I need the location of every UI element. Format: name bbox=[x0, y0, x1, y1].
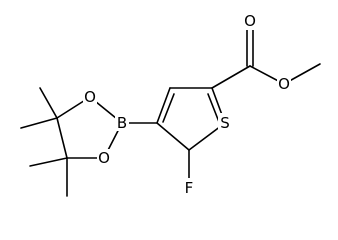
atom-ring-oxygen-bottom: O bbox=[98, 149, 110, 167]
atom-sulfur: S bbox=[220, 114, 230, 132]
bond-methyl-3 bbox=[29, 157, 68, 167]
bond-c-c bbox=[56, 117, 68, 159]
bond-s-c2-inner bbox=[207, 93, 220, 123]
atom-ring-oxygen-top: O bbox=[84, 88, 96, 106]
bond-c4-c5 bbox=[156, 122, 190, 151]
bond-methyl-1 bbox=[39, 87, 58, 119]
atom-boron: B bbox=[117, 114, 127, 132]
atom-carbonyl-oxygen: O bbox=[244, 12, 256, 30]
chemical-structure: O O S F B O O bbox=[20, 12, 321, 197]
bond-c2-carbonyl bbox=[211, 65, 251, 89]
atom-labels: O O S F B O O bbox=[83, 12, 291, 197]
bond-c3-c4 bbox=[156, 87, 171, 124]
atom-fluorine: F bbox=[185, 179, 194, 197]
bond-c3-c4-inner bbox=[162, 93, 175, 123]
bonds bbox=[20, 21, 321, 197]
atom-ester-oxygen: O bbox=[278, 75, 290, 93]
bond-methyl-2 bbox=[20, 117, 58, 129]
